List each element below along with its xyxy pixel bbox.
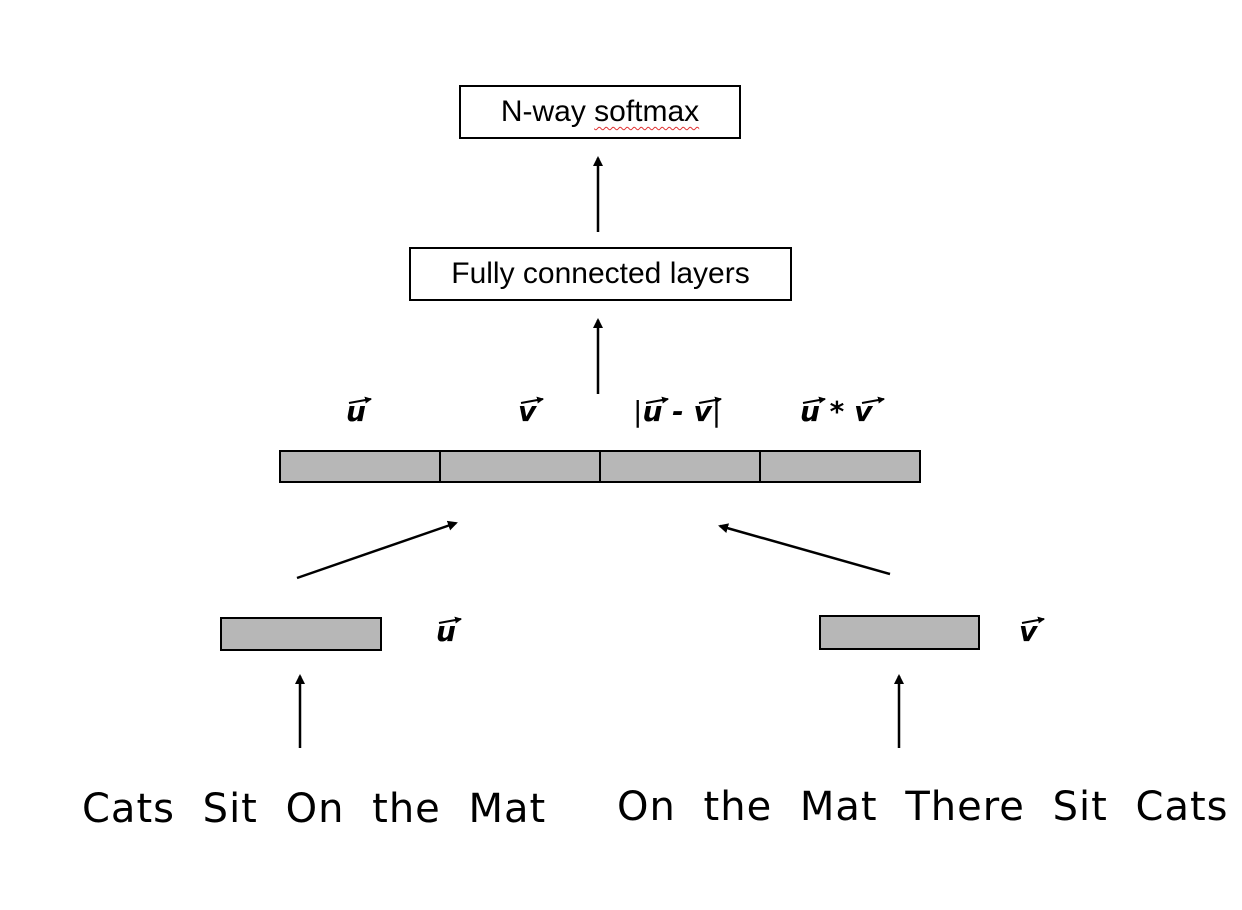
encoder-output-u [220,617,382,651]
feature-label-abs-diff: |u - v| [633,398,721,426]
fully-connected-text: Fully connected layers [451,257,750,290]
encoder-label-u: u [436,618,456,646]
abs-minus-text: - [662,395,694,428]
hypothesis-sentence: On the Mat There Sit Cats [617,784,1229,830]
softmax-box: N-way softmax [459,85,741,139]
vec-arrow-abs-v [698,396,722,404]
vec-arrow-feature-v [520,396,544,404]
premise-sentence: Cats Sit On the Mat [82,786,547,832]
prod-op-text: * [819,395,855,428]
vec-arrow-enc-v [1021,616,1045,624]
abs-u-text: u [642,395,663,428]
vec-arrow-prod-u [802,396,826,404]
feature-segment-v [439,450,602,483]
vec-arrow-abs-u [645,396,669,404]
encoder-v-text: v [1019,615,1038,648]
arrow-v-to-features [718,523,891,576]
vec-arrow-feature-u [348,396,372,404]
feature-u-text: u [346,395,366,428]
arrow-u-to-features [296,520,458,580]
prod-u-text: u [800,395,820,428]
vec-arrow-prod-v [861,396,885,404]
softmax-word-text: softmax [594,95,700,128]
abs-open-text: | [633,395,643,428]
feature-label-u: u [346,398,366,426]
feature-label-v: v [518,398,536,426]
feature-segment-abs-diff [599,450,762,483]
abs-v-text: v [693,395,712,428]
encoder-u-text: u [436,615,456,648]
encoder-label-v: v [1019,618,1037,646]
feature-segment-u [279,450,442,483]
encoder-output-v [819,615,980,650]
feature-v-text: v [518,395,537,428]
feature-segment-product [759,450,921,483]
softmax-prefix-text: N-way [500,95,595,128]
feature-label-product: u * v [800,398,872,426]
prod-v-text: v [854,395,873,428]
abs-close-text: | [711,395,722,428]
fully-connected-box: Fully connected layers [409,247,792,301]
vec-arrow-enc-u [438,616,462,624]
